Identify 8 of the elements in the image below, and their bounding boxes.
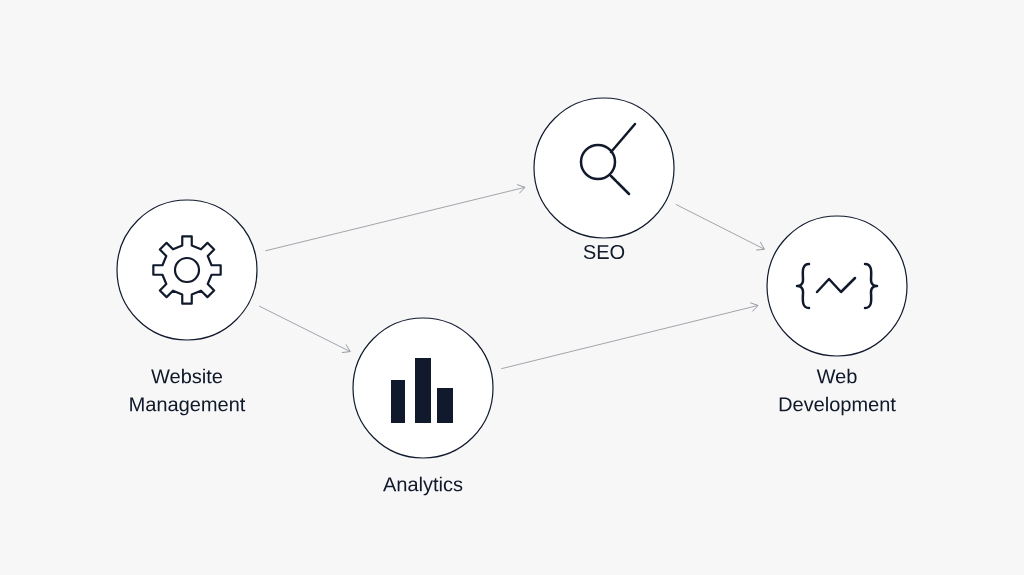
node-label: SEO <box>583 244 625 260</box>
node-label: Website Management <box>130 368 246 416</box>
arrow <box>264 184 526 252</box>
node-label: Analytics <box>383 476 463 496</box>
arrow <box>258 305 351 353</box>
arrow <box>675 204 765 251</box>
arrow <box>500 302 759 370</box>
node-label: Web Development <box>779 368 896 416</box>
